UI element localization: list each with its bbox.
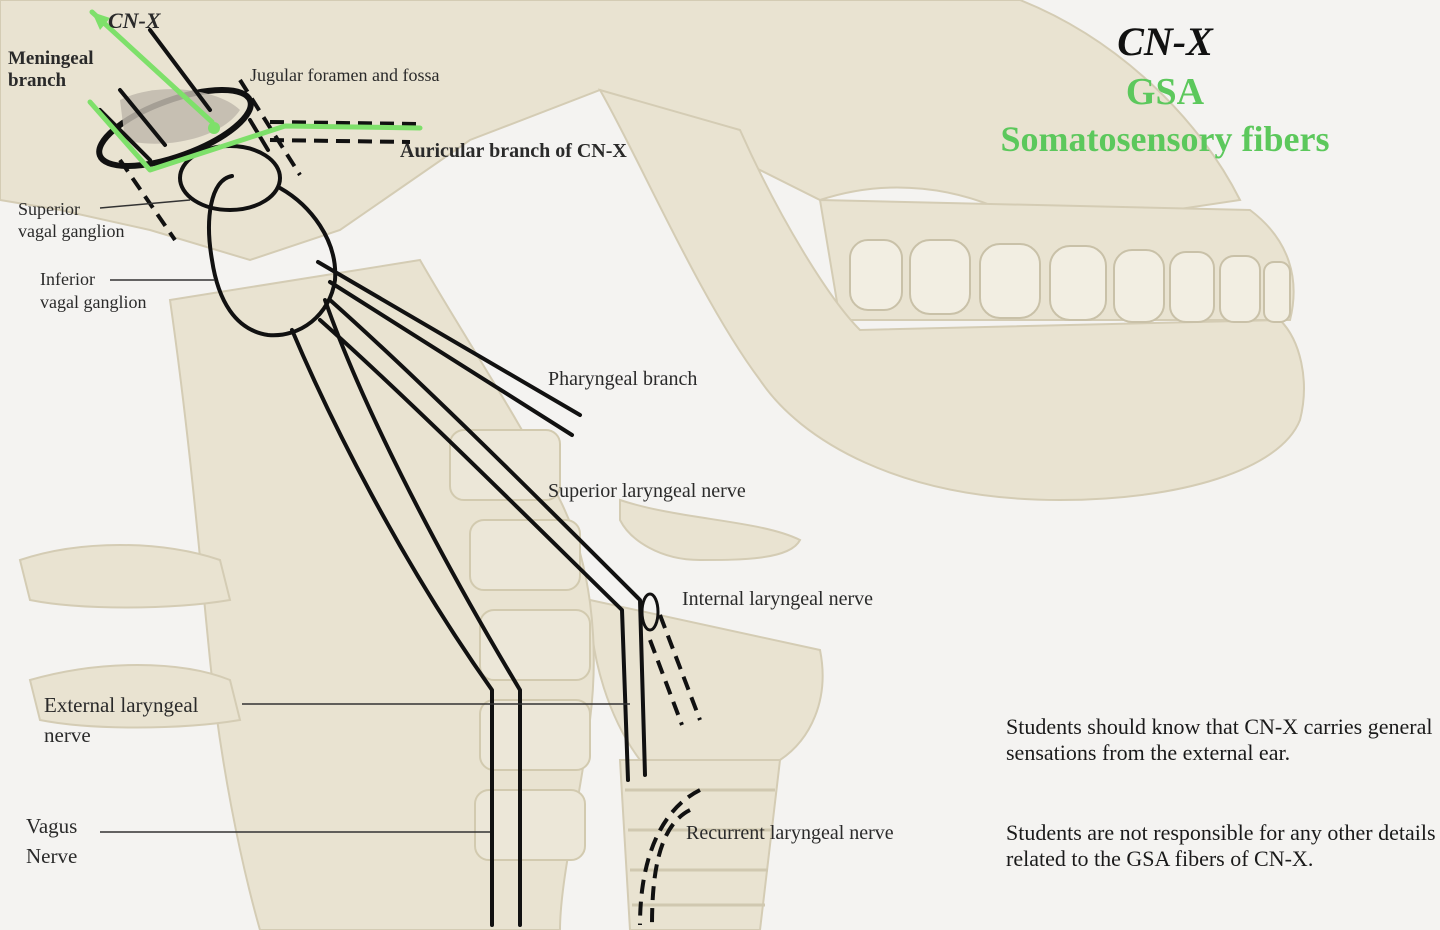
recurrent-laryngeal-dash [650, 808, 691, 926]
upper-teeth [849, 239, 1291, 323]
inferior-ganglion-label-line2: vagal ganglion [40, 292, 147, 312]
vagus-trunk-left-edge [290, 328, 494, 927]
pharyngeal-branch-label: Pharyngeal branch [548, 368, 698, 390]
inferior-ganglion-outline [207, 174, 338, 338]
superior-laryngeal-edge [318, 318, 630, 782]
internal-laryngeal-ganglion [640, 592, 660, 632]
tooth [979, 243, 1041, 319]
internal-laryngeal-dash [648, 639, 684, 726]
pharyngeal-branch-edge [316, 260, 582, 417]
vertebra-process-2 [28, 664, 242, 729]
vertebral-body [479, 609, 591, 681]
tooth [1049, 245, 1107, 321]
vagus-nerve-label-line1: Vagus [26, 814, 78, 838]
note-not-responsible: Students are not responsible for any oth… [1006, 820, 1436, 871]
recurrent-laryngeal-dash [638, 788, 701, 926]
superior-ganglion-label-line1: Superior [18, 199, 80, 219]
title-gsa: GSA [1125, 71, 1205, 113]
cnx-top-label: CN-X [108, 8, 161, 33]
vertebral-body [479, 699, 591, 771]
tooth [1263, 261, 1291, 323]
jugular-fossa-dash [118, 158, 177, 242]
title-cnx: CN-X [1117, 19, 1213, 64]
vertebra-process-1 [18, 544, 232, 609]
auricular-fiber [87, 99, 423, 173]
vertebral-body [474, 789, 586, 861]
inferior-ganglion-label-line1: Inferior [40, 269, 95, 289]
vagus-nerve-label-line2: Nerve [26, 844, 78, 868]
external-laryngeal-label-line1: External laryngeal [44, 693, 199, 717]
skull-and-spine-background [0, 0, 1305, 930]
rod-line [98, 108, 152, 162]
meningeal-fiber [89, 9, 215, 125]
hyoid-shape [619, 498, 802, 562]
note-know: Students should know that CN-X carries g… [1006, 714, 1433, 765]
tooth [1113, 249, 1165, 323]
dashed-guides [118, 78, 702, 926]
tooth [849, 239, 903, 311]
external-laryngeal-label-line2: nerve [44, 723, 91, 747]
vertebral-body [469, 519, 581, 591]
mandible-shape [597, 88, 1305, 502]
tooth [909, 239, 971, 315]
fiber-junction-dot [208, 122, 220, 134]
pharyngeal-branch-edge [328, 280, 574, 437]
fiber-arrowhead-icon [92, 12, 110, 30]
leader-superior-ganglion [99, 199, 191, 209]
foramen-rods [98, 28, 270, 162]
jugular-fossa-dash [238, 78, 302, 177]
gsa-fiber-lines [87, 9, 423, 173]
meningeal-label-line2: branch [8, 70, 67, 91]
recurrent-laryngeal-label: Recurrent laryngeal nerve [686, 822, 894, 844]
auricular-branch-dash [269, 120, 421, 126]
internal-laryngeal-dash [658, 614, 702, 721]
trachea-shape [618, 759, 782, 930]
superior-ganglion-label-line2: vagal ganglion [18, 221, 125, 241]
rod-line [148, 28, 212, 112]
auricular-branch-label: Auricular branch of CN-X [400, 140, 627, 162]
title-somatosensory: Somatosensory fibers [1000, 119, 1330, 159]
internal-laryngeal-label: Internal laryngeal nerve [682, 588, 874, 610]
tooth [1169, 251, 1215, 323]
tooth [1219, 255, 1261, 323]
rod-line [118, 88, 167, 147]
vagus-nerve-schematic [96, 87, 660, 927]
meningeal-label-line1: Meningeal [8, 48, 94, 69]
jugular-foramen-label: Jugular foramen and fossa [250, 65, 440, 85]
leader-lines [99, 199, 630, 833]
superior-laryngeal-edge [328, 298, 647, 777]
auricular-branch-dash [269, 138, 411, 144]
vagus-trunk-right-edge [323, 298, 522, 927]
superior-laryngeal-label: Superior laryngeal nerve [548, 480, 746, 502]
